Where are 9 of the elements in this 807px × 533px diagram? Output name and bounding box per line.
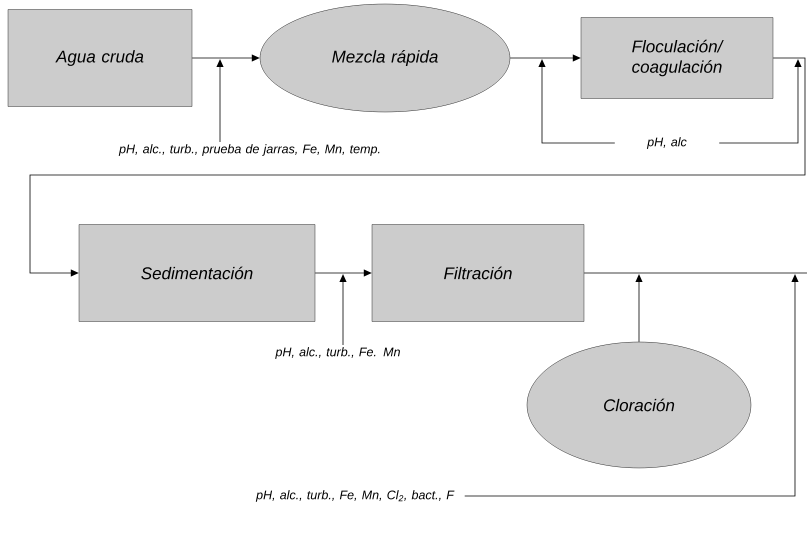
measurement-label: pH, alc., turb., Fe. Mn xyxy=(275,347,400,359)
process-box: Agua cruda xyxy=(8,9,192,107)
process-box: Filtración xyxy=(372,224,584,322)
measurement-label: pH, alc., turb., Fe, Mn, Cl$_{2}$, bact., F xyxy=(256,490,454,502)
measurement-label: pH, alc xyxy=(646,137,687,149)
measurement-label: pH, alc., turb., prueba de jarras, Fe, Mn, temp. xyxy=(118,144,380,156)
connector-line xyxy=(584,272,807,274)
process-box: Sedimentación xyxy=(78,224,316,322)
process-box: Floculación/ coagulación xyxy=(580,17,774,99)
